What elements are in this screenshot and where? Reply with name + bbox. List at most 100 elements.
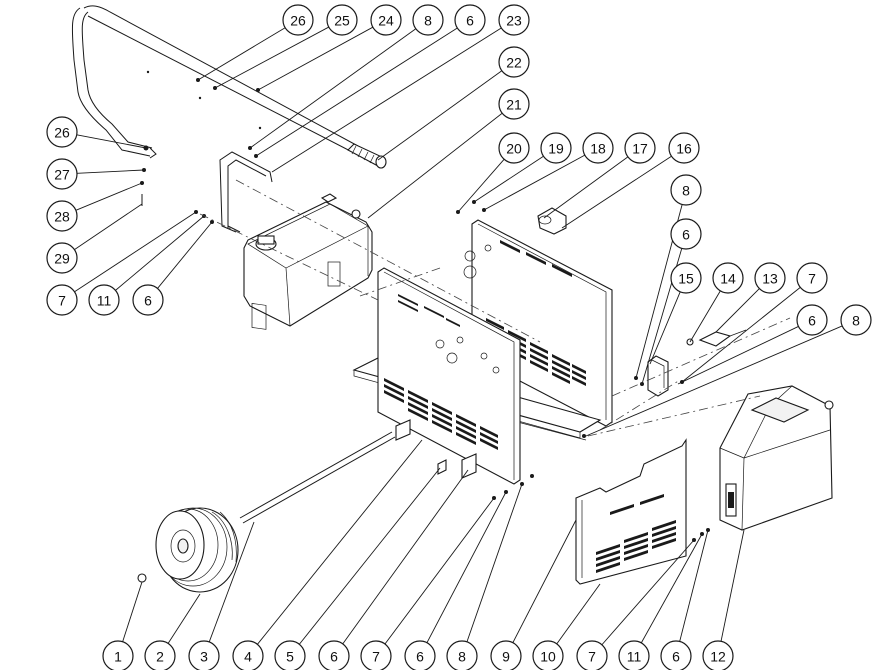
callout-number: 25 bbox=[334, 13, 350, 29]
callout-number: 6 bbox=[330, 649, 338, 665]
callout-leader-7 bbox=[74, 211, 197, 293]
callout-leader-24 bbox=[257, 26, 374, 91]
callout-leader-15 bbox=[649, 291, 681, 365]
callout-circle bbox=[46, 242, 78, 274]
callout-balloon-26: 26 bbox=[46, 116, 78, 148]
callout-leader-11 bbox=[115, 215, 205, 291]
fuel-tank bbox=[243, 193, 373, 330]
callout-balloon-13: 13 bbox=[754, 262, 786, 294]
hardware-bolts bbox=[137, 78, 710, 583]
callout-number: 3 bbox=[200, 649, 208, 665]
callout-circle bbox=[702, 640, 734, 670]
callout-balloon-7: 7 bbox=[796, 262, 828, 294]
callout-leader-27 bbox=[76, 169, 145, 174]
callout-circle bbox=[670, 262, 702, 294]
callout-leader-11 bbox=[640, 533, 703, 644]
callout-circle bbox=[660, 640, 692, 670]
callout-leader-6 bbox=[426, 491, 507, 643]
callout-leader-10 bbox=[556, 583, 601, 645]
callout-balloon-25: 25 bbox=[326, 4, 358, 36]
callout-balloon-8: 8 bbox=[840, 304, 872, 336]
callout-circle bbox=[446, 640, 478, 670]
callout-circle bbox=[540, 132, 572, 164]
callout-leader-4 bbox=[257, 439, 423, 645]
callout-leader-17 bbox=[543, 156, 629, 219]
callout-circle bbox=[454, 4, 486, 36]
side-panel-vents bbox=[596, 520, 676, 573]
wheel bbox=[155, 507, 239, 593]
callout-leader-8 bbox=[466, 483, 523, 642]
callout-leader-6 bbox=[342, 469, 469, 645]
callout-circle bbox=[102, 640, 134, 670]
callout-circle bbox=[712, 262, 744, 294]
callout-number: 17 bbox=[632, 141, 648, 157]
callout-balloon-21: 21 bbox=[498, 88, 530, 120]
callout-circle bbox=[582, 132, 614, 164]
callout-balloon-6: 6 bbox=[796, 304, 828, 336]
callout-circle bbox=[490, 640, 522, 670]
callout-leader-6 bbox=[255, 27, 458, 157]
callout-balloon-23: 23 bbox=[498, 4, 530, 36]
callout-balloon-3: 3 bbox=[188, 640, 220, 670]
callout-leader-8 bbox=[585, 325, 843, 437]
callout-circle bbox=[796, 262, 828, 294]
callout-number: 7 bbox=[588, 649, 596, 665]
callout-circle bbox=[188, 640, 220, 670]
callout-circle bbox=[274, 640, 306, 670]
callout-circle bbox=[498, 4, 530, 36]
callout-balloon-8: 8 bbox=[670, 174, 702, 206]
callout-number: 6 bbox=[416, 649, 424, 665]
callout-balloon-12: 12 bbox=[702, 640, 734, 670]
callout-leader-13 bbox=[715, 288, 760, 333]
callout-balloon-9: 9 bbox=[490, 640, 522, 670]
callout-circle bbox=[144, 640, 176, 670]
callout-balloon-6: 6 bbox=[318, 640, 350, 670]
callout-circle bbox=[46, 284, 78, 316]
callout-number: 12 bbox=[710, 649, 726, 665]
callout-circle bbox=[618, 640, 650, 670]
callout-balloon-20: 20 bbox=[498, 132, 530, 164]
callout-circle bbox=[46, 200, 78, 232]
callout-number: 6 bbox=[808, 313, 816, 329]
callout-number: 8 bbox=[424, 13, 432, 29]
callout-number: 13 bbox=[762, 271, 778, 287]
callout-circle bbox=[412, 4, 444, 36]
callout-circle bbox=[796, 304, 828, 336]
callout-circle bbox=[370, 4, 402, 36]
callout-circle bbox=[46, 116, 78, 148]
callout-balloon-1: 1 bbox=[102, 640, 134, 670]
callout-number: 9 bbox=[502, 649, 510, 665]
callout-balloon-16: 16 bbox=[668, 132, 700, 164]
callout-leader-5 bbox=[299, 467, 441, 645]
mounting-bracket bbox=[647, 355, 669, 397]
callout-circle bbox=[498, 88, 530, 120]
handle-frame bbox=[71, 5, 361, 159]
callout-leader-7 bbox=[601, 539, 695, 646]
callout-number: 26 bbox=[54, 125, 70, 141]
callout-leader-26 bbox=[76, 134, 147, 149]
callout-leader-12 bbox=[720, 529, 745, 642]
callout-leader-6 bbox=[679, 529, 709, 642]
callout-balloon-6: 6 bbox=[132, 284, 164, 316]
callout-number: 22 bbox=[506, 55, 522, 71]
clamp-bracket bbox=[537, 207, 567, 235]
callout-number: 5 bbox=[286, 649, 294, 665]
callout-leader-22 bbox=[377, 70, 503, 161]
callout-circle bbox=[88, 284, 120, 316]
callout-number: 15 bbox=[678, 271, 694, 287]
callout-circle bbox=[498, 132, 530, 164]
callout-balloon-6: 6 bbox=[670, 218, 702, 250]
callout-number: 29 bbox=[54, 251, 70, 267]
callout-balloon-17: 17 bbox=[624, 132, 656, 164]
callout-circle bbox=[840, 304, 872, 336]
callout-leader-3 bbox=[208, 521, 255, 643]
callout-number: 16 bbox=[676, 141, 692, 157]
front-panel bbox=[377, 267, 521, 485]
callout-balloon-5: 5 bbox=[274, 640, 306, 670]
front-panel-bottom-vents bbox=[384, 378, 498, 450]
callout-circle bbox=[576, 640, 608, 670]
callout-balloon-29: 29 bbox=[46, 242, 78, 274]
callout-number: 6 bbox=[682, 227, 690, 243]
callout-balloon-24: 24 bbox=[370, 4, 402, 36]
